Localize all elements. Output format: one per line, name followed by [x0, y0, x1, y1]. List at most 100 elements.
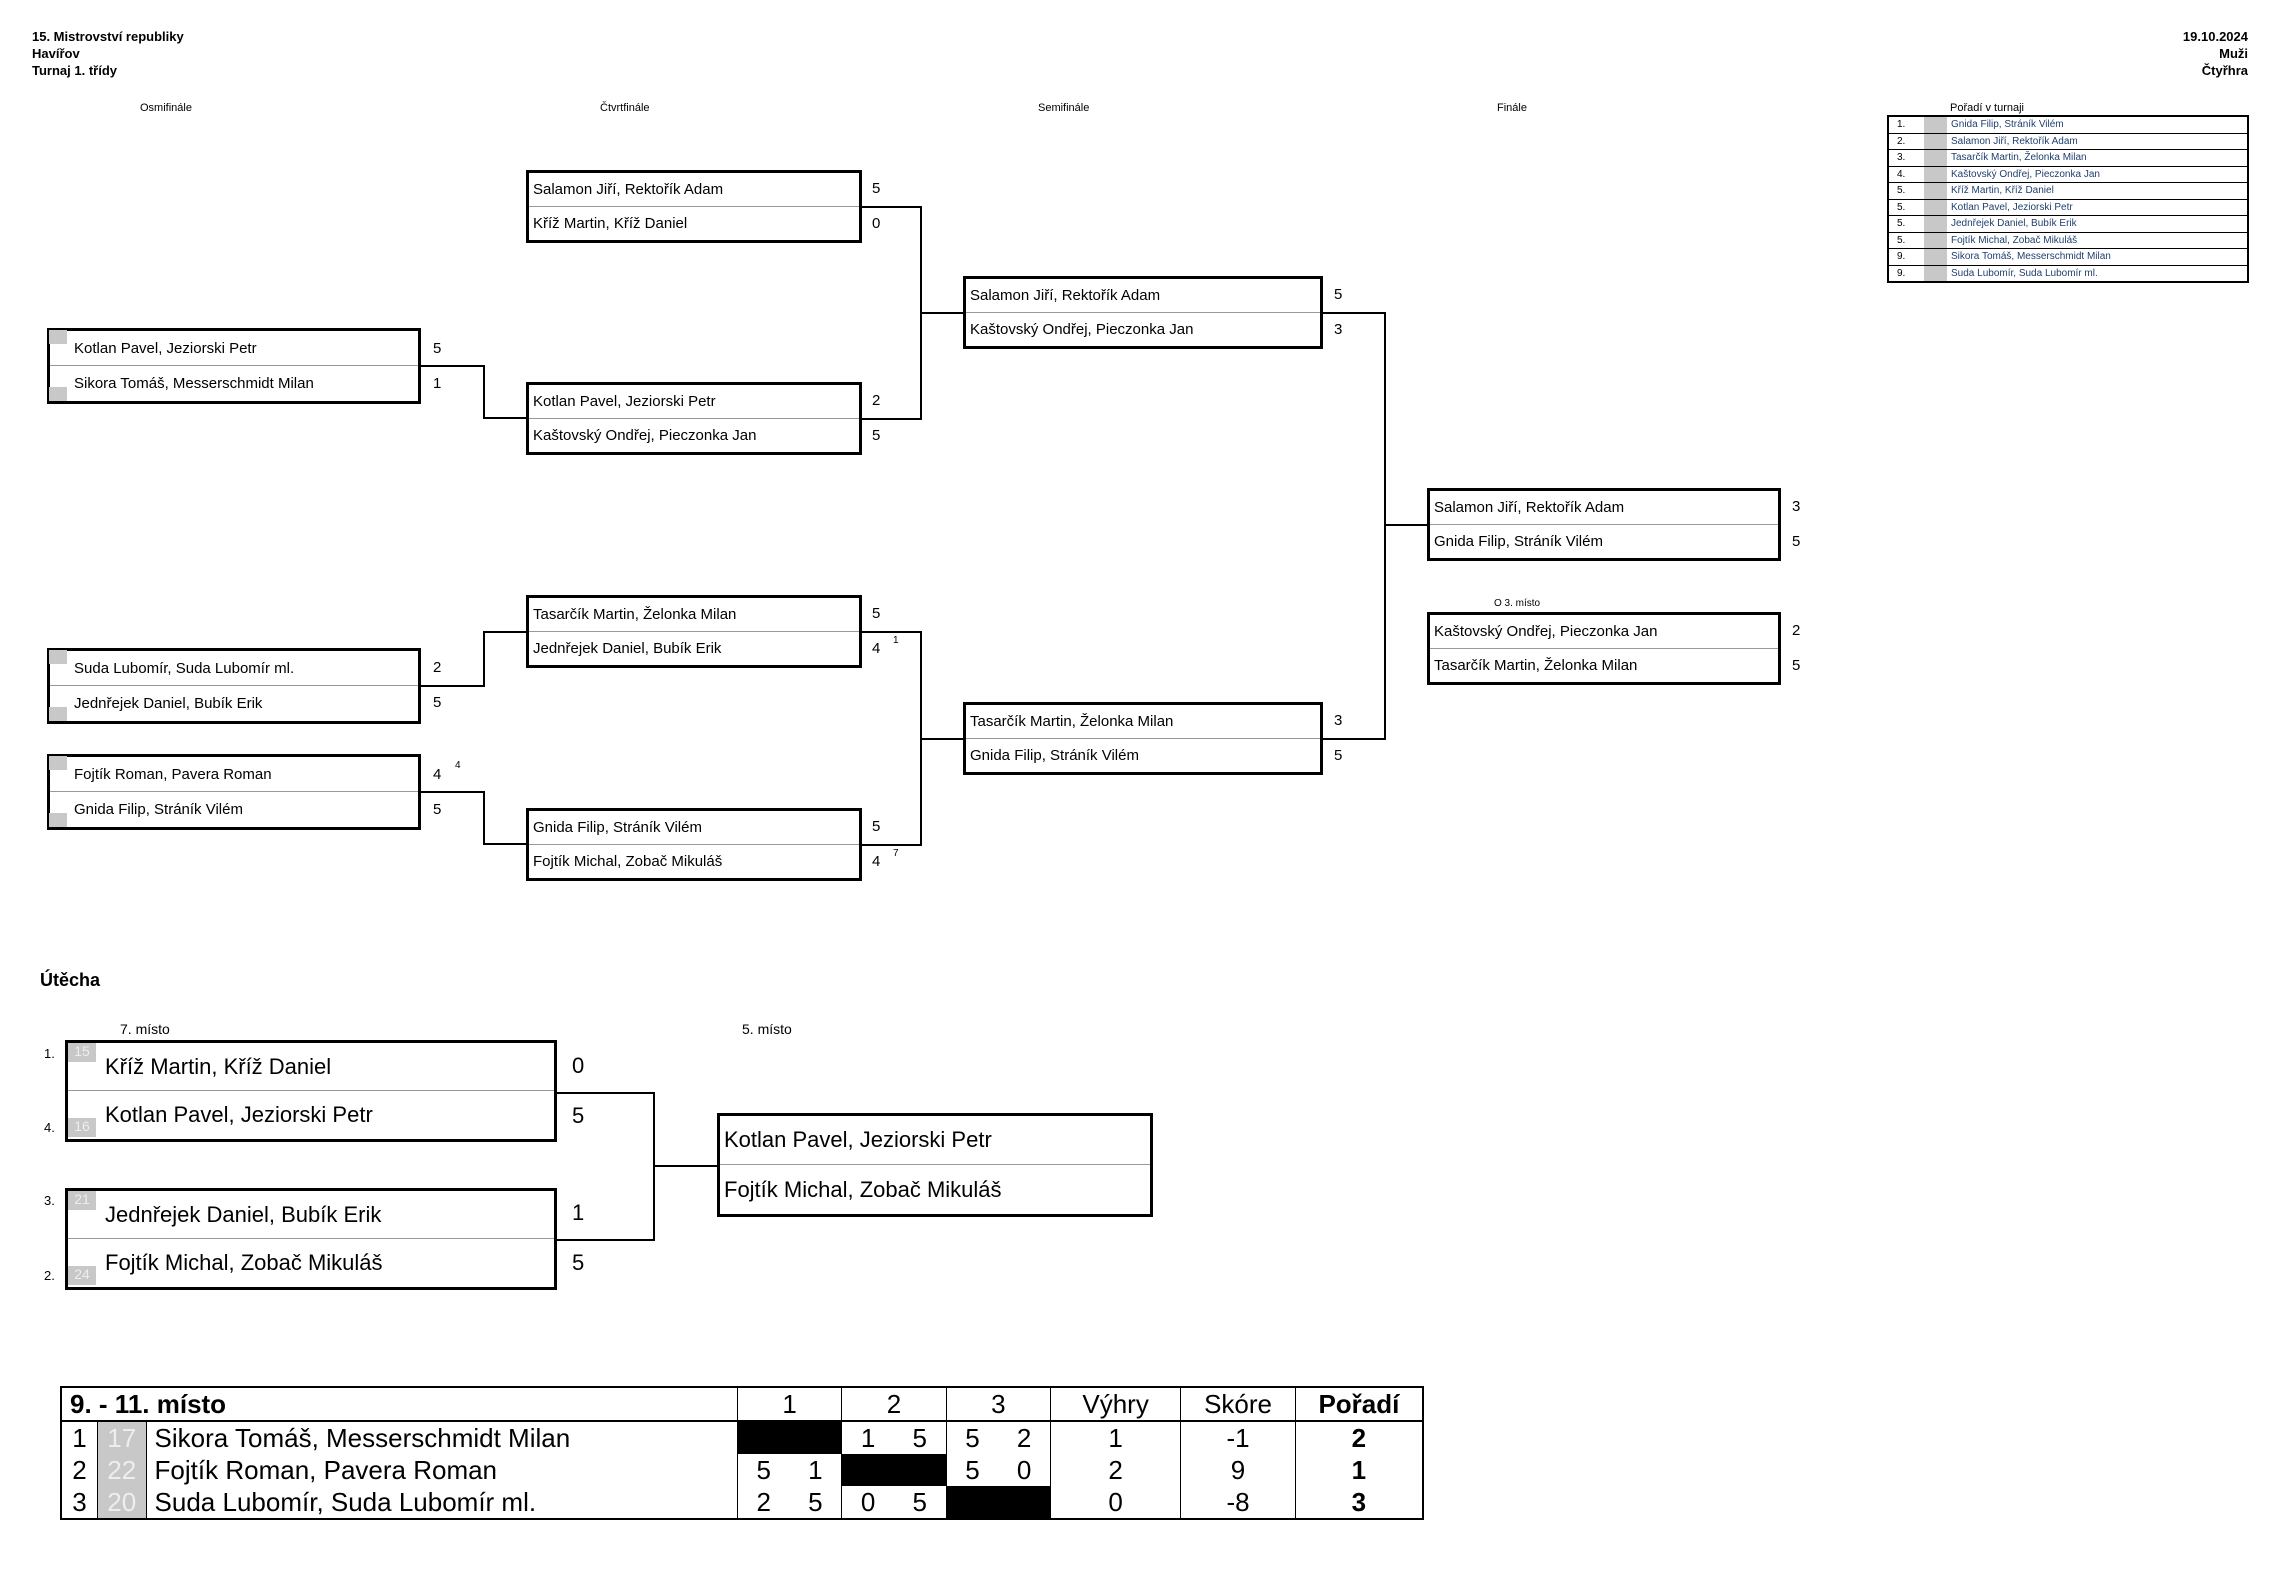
header-left: 15. Mistrovství republiky Havířov Turnaj…	[32, 28, 184, 79]
ranking-rank: 3.	[1888, 149, 1924, 167]
ranking-seed-cell	[1924, 149, 1947, 167]
sf-match-2: Tasarčík Martin, Želonka Milan Gnida Fil…	[963, 702, 1323, 775]
third-place-match: Kaštovský Ondřej, Pieczonka Jan Tasarčík…	[1427, 612, 1781, 685]
qf-3-score-b: 4	[872, 640, 881, 657]
sf-2-score-a: 3	[1334, 712, 1343, 729]
cons-1-score-b: 5	[572, 1103, 585, 1128]
r16-2-score-b: 5	[433, 694, 442, 711]
ranking-seed-cell	[1924, 166, 1947, 183]
connector-line	[920, 312, 965, 314]
sf-1-player-a: Salamon Jiří, Rektořík Adam	[966, 279, 1320, 313]
rr-wins: 0	[1049, 1486, 1182, 1519]
connector-line	[653, 1165, 719, 1167]
connector-line	[483, 631, 485, 687]
event-city: Havířov	[32, 46, 80, 61]
third-score-a: 2	[1792, 622, 1801, 639]
ranking-seed-cell	[1924, 265, 1947, 283]
qf-4-score-a: 5	[872, 818, 881, 835]
r16-seed-cell	[49, 330, 67, 344]
sf-2-player-b: Gnida Filip, Stráník Vilém	[970, 746, 1139, 764]
qf-match-3: Tasarčík Martin, Želonka Milan Jednřejek…	[526, 595, 862, 668]
event-gender: Muži	[2219, 46, 2248, 61]
r16-seed-cell	[49, 813, 67, 827]
r16-3-player-b: Gnida Filip, Stráník Vilém	[74, 801, 243, 818]
ranking-row: 1.Gnida Filip, Stráník Vilém	[1888, 116, 2248, 134]
rr-seed: 20	[96, 1486, 147, 1519]
table-row: 1 17 Sikora Tomáš, Messerschmidt Milan 1…	[60, 1421, 1424, 1454]
round-label-final: Finále	[1497, 102, 1527, 114]
ranking-row: 4.Kaštovský Ondřej, Pieczonka Jan	[1888, 166, 2248, 183]
rr-col-score: Skóre	[1180, 1387, 1296, 1422]
rr-wins: 2	[1049, 1454, 1182, 1486]
final-score-a: 3	[1792, 498, 1801, 515]
rr-cell: 5	[945, 1421, 999, 1454]
round-label-sf: Semifinále	[1038, 102, 1090, 114]
rr-no: 3	[60, 1486, 98, 1519]
cons-2-score-a: 1	[572, 1200, 585, 1225]
r16-match-3: Fojtík Roman, Pavera Roman Gnida Filip, …	[47, 754, 421, 830]
rr-place: 1	[1294, 1454, 1424, 1486]
rr-cell: 5	[789, 1486, 843, 1519]
rr-self-cell	[945, 1486, 999, 1519]
ranking-seed-cell	[1924, 232, 1947, 249]
connector-line	[421, 685, 483, 687]
connector-line	[862, 844, 922, 846]
rr-seed: 17	[96, 1421, 147, 1454]
r16-2-player-a: Suda Lubomír, Suda Lubomír ml.	[50, 651, 418, 686]
r16-seed-cell	[49, 650, 67, 664]
cons-2-player-a: Jednřejek Daniel, Bubík Erik	[68, 1191, 554, 1239]
rr-col-2: 2	[841, 1387, 947, 1422]
connector-line	[1384, 524, 1429, 526]
cons-2-score-b: 5	[572, 1250, 585, 1275]
rr-no: 2	[60, 1454, 98, 1486]
r16-1-player-a: Kotlan Pavel, Jeziorski Petr	[50, 331, 418, 366]
r16-seed-cell	[49, 387, 67, 401]
qf-2-player-a: Kotlan Pavel, Jeziorski Petr	[529, 385, 859, 419]
third-player-a: Kaštovský Ondřej, Pieczonka Jan	[1430, 615, 1778, 649]
ranking-row: 2.Salamon Jiří, Rektořík Adam	[1888, 133, 2248, 150]
cons-1-player-b: Kotlan Pavel, Jeziorski Petr	[105, 1102, 373, 1127]
cons-1-position-a: 1.	[44, 1046, 55, 1061]
ranking-rank: 5.	[1888, 199, 1924, 216]
rr-col-3: 3	[945, 1387, 1051, 1422]
r16-seed-cell	[49, 756, 67, 770]
cons-2-position-b: 2.	[44, 1268, 55, 1283]
rr-place: 2	[1294, 1421, 1424, 1454]
ranking-name: Suda Lubomír, Suda Lubomír ml.	[1947, 265, 2248, 283]
qf-3-score-a: 5	[872, 605, 881, 622]
round-robin-table: 9. - 11. místo 1 2 3 Výhry Skóre Pořadí …	[60, 1386, 1424, 1520]
rr-place: 3	[1294, 1486, 1424, 1519]
qf-1-score-a: 5	[872, 180, 881, 197]
r16-3-note: 4	[455, 760, 461, 771]
cons-match-2: Jednřejek Daniel, Bubík Erik Fojtík Mich…	[65, 1188, 557, 1290]
rr-score: -1	[1180, 1421, 1296, 1454]
connector-line	[421, 365, 483, 367]
r16-2-score-a: 2	[433, 659, 442, 676]
ranking-row: 9.Suda Lubomír, Suda Lubomír ml.	[1888, 265, 2248, 283]
final-player-a: Salamon Jiří, Rektořík Adam	[1430, 491, 1778, 525]
cons-2-seed-b: 24	[68, 1266, 96, 1285]
cons-1-seed-a: 15	[68, 1043, 96, 1062]
ranking-table: 1.Gnida Filip, Stráník Vilém 2.Salamon J…	[1887, 115, 2249, 283]
ranking-name: Tasarčík Martin, Želonka Milan	[1947, 149, 2248, 167]
rr-self-cell	[841, 1454, 894, 1486]
cons-1-player-a: Kříž Martin, Kříž Daniel	[68, 1043, 554, 1091]
rr-seed: 22	[96, 1454, 147, 1486]
ranking-name: Jednřejek Daniel, Bubík Erik	[1947, 215, 2248, 233]
r16-1-score-a: 5	[433, 340, 442, 357]
rr-cell: 5	[945, 1454, 999, 1486]
rr-cell: 0	[841, 1486, 894, 1519]
event-title: 15. Mistrovství republiky	[32, 29, 184, 44]
ranking-rank: 5.	[1888, 232, 1924, 249]
connector-line	[557, 1239, 655, 1241]
ranking-name: Kotlan Pavel, Jeziorski Petr	[1947, 199, 2248, 216]
rr-col-1: 1	[736, 1387, 843, 1422]
ranking-row: 5. Kotlan Pavel, Jeziorski Petr	[1888, 199, 2248, 216]
r16-3-player-a: Fojtík Roman, Pavera Roman	[50, 757, 418, 792]
event-class: Turnaj 1. třídy	[32, 63, 117, 78]
rr-cell: 2	[998, 1421, 1051, 1454]
rr-self-cell	[789, 1421, 843, 1454]
qf-1-score-b: 0	[872, 215, 881, 232]
rr-self-cell	[893, 1454, 947, 1486]
fifth-player-a: Kotlan Pavel, Jeziorski Petr	[720, 1116, 1150, 1165]
